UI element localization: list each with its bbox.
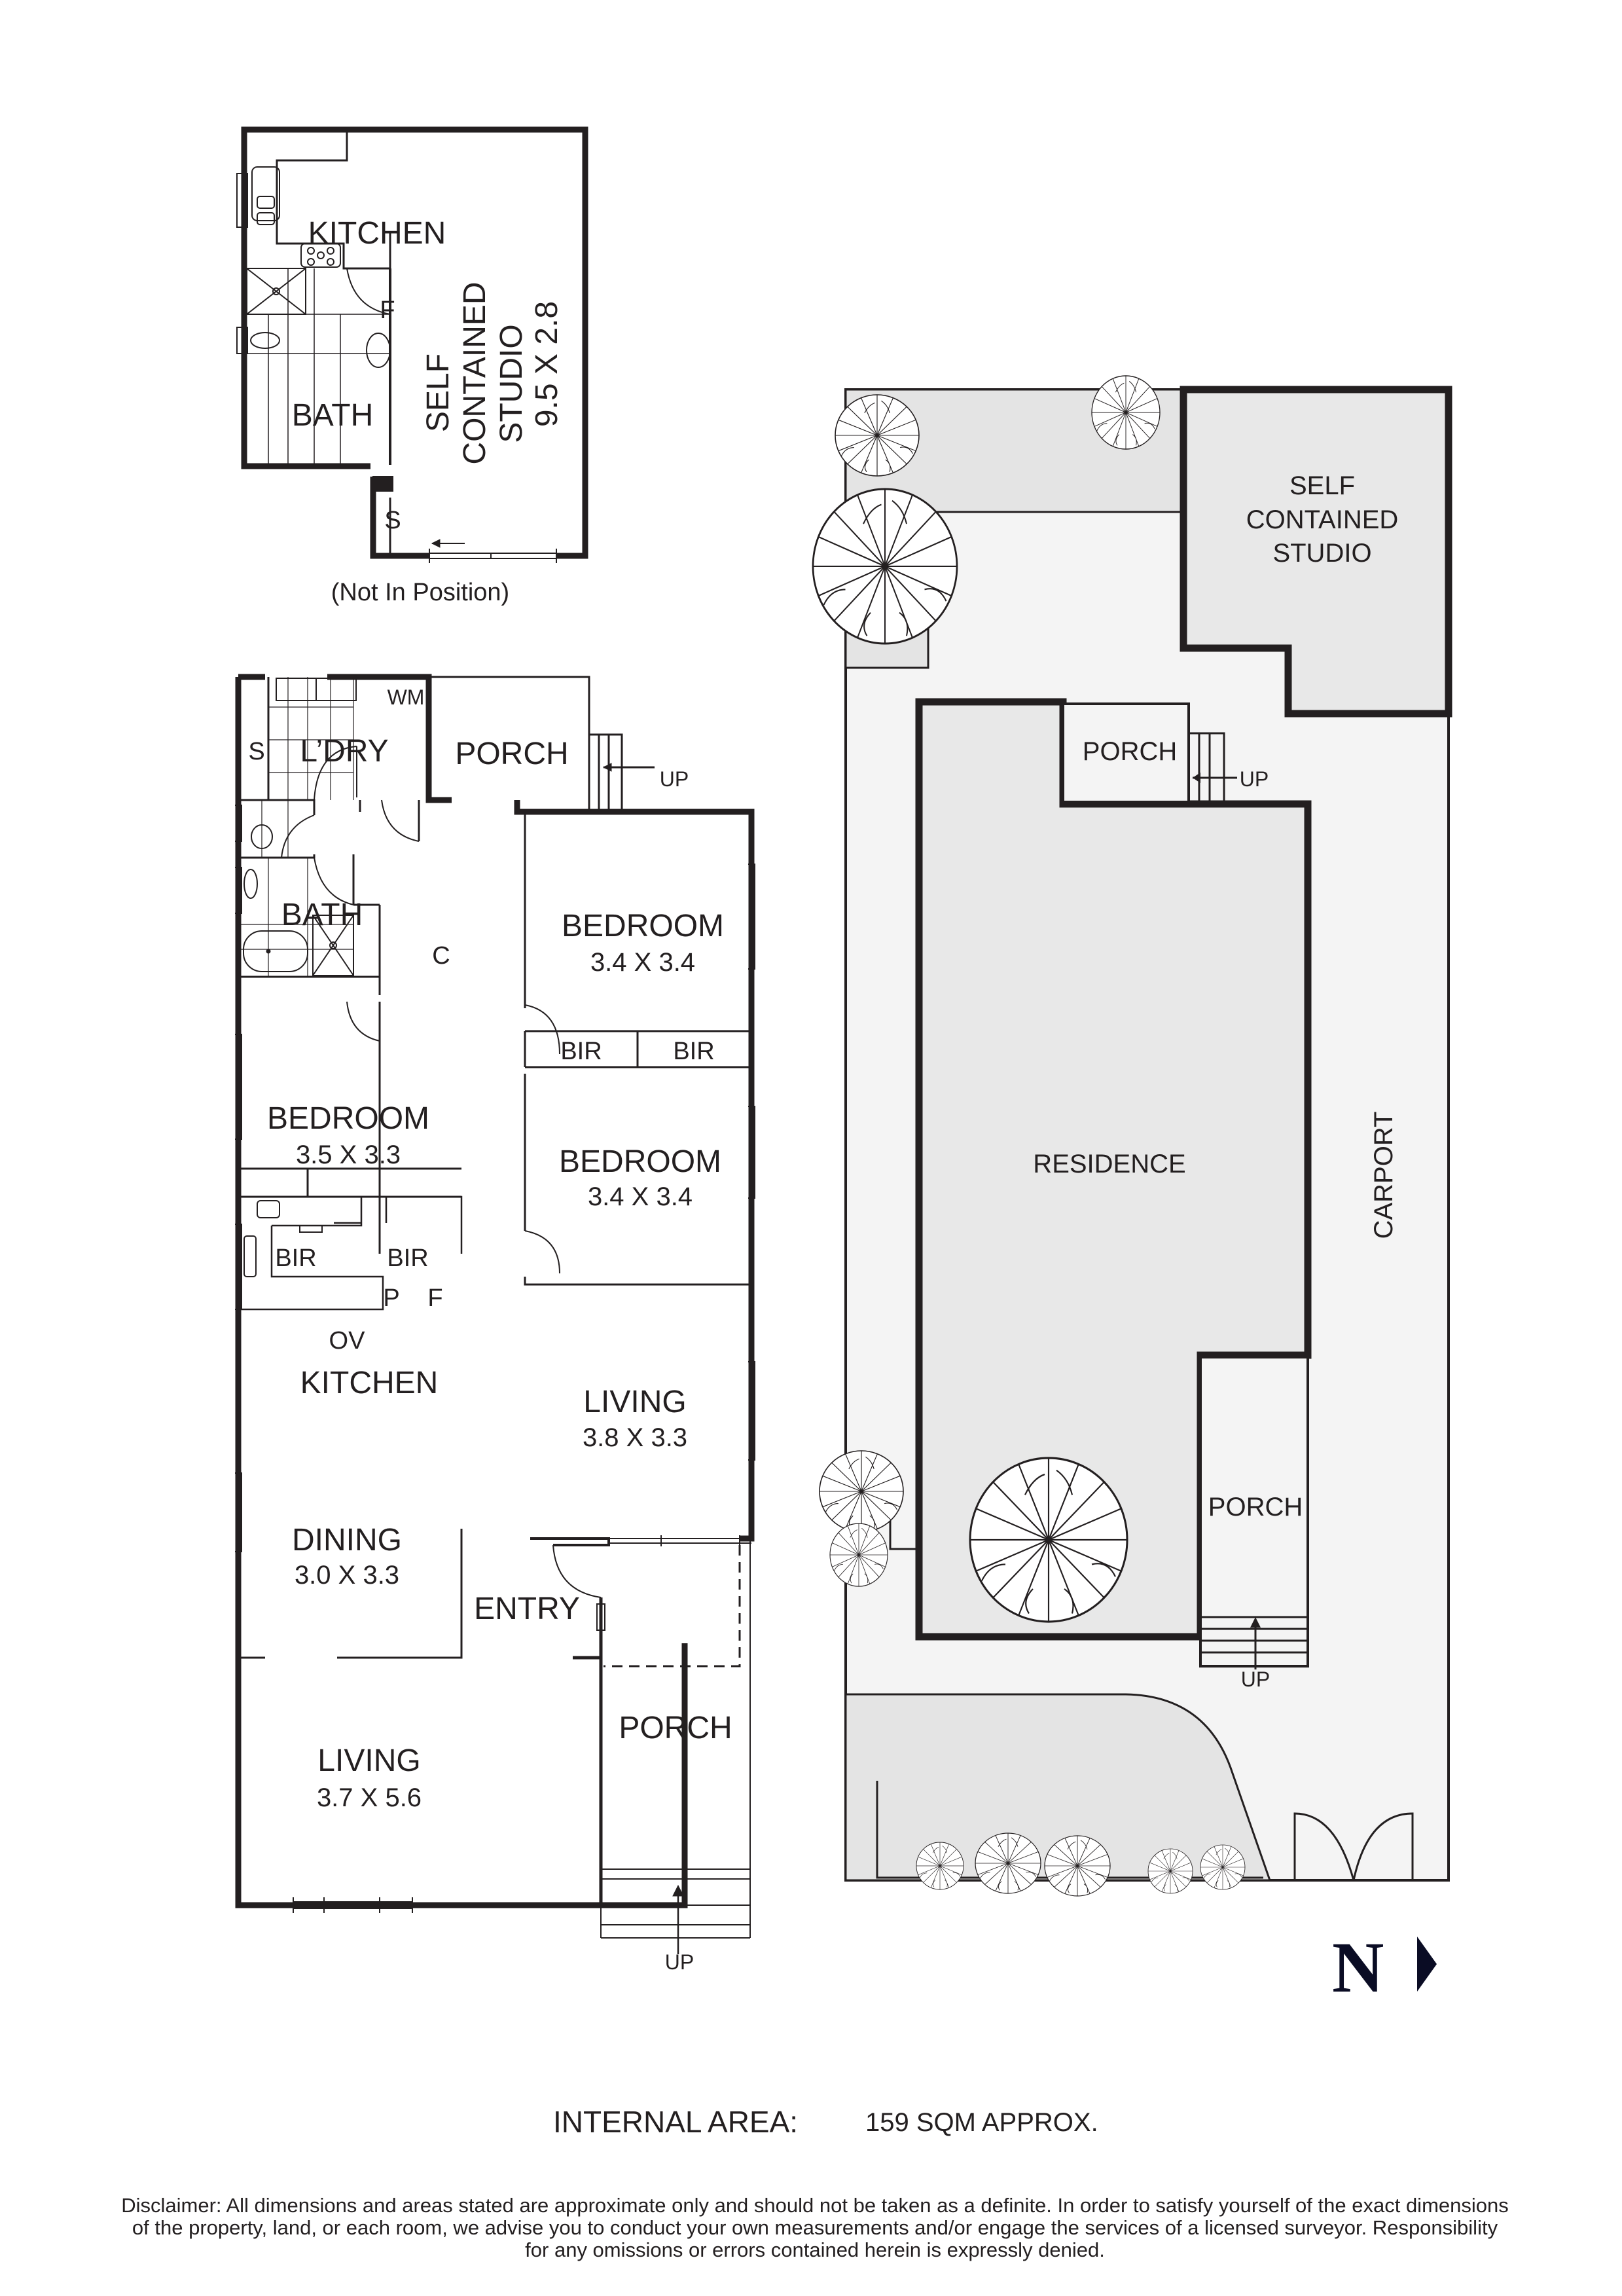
living-front-label: LIVING [317,1743,421,1778]
studio-storage-label: S [384,507,401,534]
bedroom-1-label: BEDROOM [561,909,725,943]
site-side-porch-label: PORCH [1208,1493,1303,1522]
kitchen-label: KITCHEN [300,1366,439,1400]
bedroom-2-label: BEDROOM [558,1144,722,1179]
oven-label: OV [329,1327,365,1355]
entry-label: ENTRY [474,1592,580,1626]
studio-fridge-label: F [380,297,395,324]
dining-label: DINING [292,1523,402,1558]
studio-bath-label: BATH [291,398,374,433]
washing-machine-label: WM [387,685,425,709]
site-side-porch-up-label: UP [1240,1667,1271,1691]
site-plan [812,375,1452,1897]
dining-dimensions: 3.0 X 3.3 [294,1561,400,1590]
rear-porch-label: PORCH [455,737,569,771]
laundry-label: L’DRY [300,734,389,769]
living-rear-dimensions: 3.8 X 3.3 [582,1423,688,1452]
site-studio-label-line2: CONTAINED [1246,505,1399,534]
disclaimer-line-3: for any omissions or errors contained he… [525,2238,1105,2261]
studio-room-label-line2: CONTAINED [458,282,492,465]
studio-floor-plan [236,126,588,563]
bedroom-1-bir-b: BIR [673,1038,715,1065]
bedroom-3-dimensions: 3.5 X 3.3 [295,1140,401,1169]
living-rear-label: LIVING [583,1385,687,1419]
internal-area-label: INTERNAL AREA: [553,2105,799,2139]
site-rear-porch-up-label: UP [1239,767,1269,791]
bedroom-3-bir-a: BIR [275,1245,317,1272]
studio-dimensions: 9.5 X 2.8 [530,301,564,428]
north-label: N [1332,1927,1384,2007]
studio-room-label-line3: STUDIO [494,324,529,443]
disclaimer-line-2: of the property, land, or each room, we … [132,2216,1498,2239]
cupboard-label: C [432,942,450,970]
bedroom-1-dimensions: 3.4 X 3.4 [590,948,696,977]
disclaimer-line-1: Disclaimer: All dimensions and areas sta… [121,2194,1509,2217]
bedroom-2-dimensions: 3.4 X 3.4 [587,1182,693,1211]
site-studio-label-line3: STUDIO [1272,539,1372,568]
site-rear-porch-label: PORCH [1082,737,1178,766]
studio-position-note: (Not In Position) [331,579,510,606]
front-porch-up-label: UP [664,1950,694,1974]
studio-room-label-line1: SELF [421,353,456,433]
bedroom-1-bir-a: BIR [560,1038,602,1065]
laundry-storage-label: S [248,738,265,765]
internal-area-value: 159 SQM APPROX. [865,2108,1098,2137]
carport-label: CARPORT [1369,1111,1398,1239]
bedroom-3-bir-b: BIR [387,1245,429,1272]
site-studio-label-line1: SELF [1289,471,1356,500]
house-floor-plan [235,674,755,1954]
bedroom-3-label: BEDROOM [266,1101,430,1136]
pantry-label: P [383,1285,400,1312]
disclaimer: Disclaimer: All dimensions and areas sta… [65,2195,1564,2261]
residence-label: RESIDENCE [1033,1150,1186,1178]
rear-porch-up-label: UP [659,767,689,791]
living-front-dimensions: 3.7 X 5.6 [316,1783,422,1812]
studio-kitchen-label: KITCHEN [308,216,446,251]
front-porch-label: PORCH [619,1711,732,1745]
bath-label: BATH [281,898,363,932]
kitchen-fridge-label: F [427,1285,443,1312]
north-arrow-icon [1417,1937,1437,1992]
